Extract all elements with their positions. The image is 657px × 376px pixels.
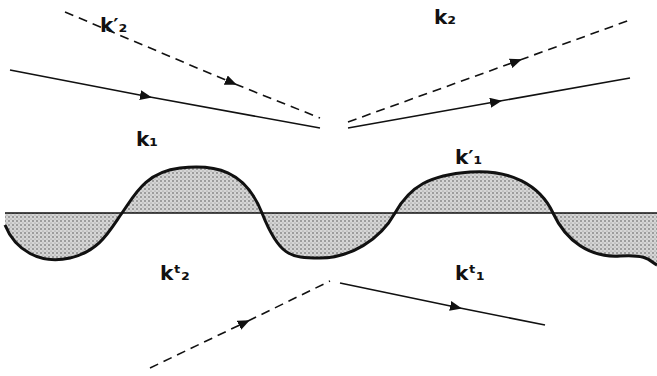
wave-vector-solid — [10, 70, 320, 128]
vector-label: k′₁ — [455, 146, 482, 168]
vector-label: k₂ — [434, 6, 456, 28]
vector-label: k₁ — [136, 128, 158, 150]
vector-label: k′₂ — [100, 14, 127, 36]
wave-vector-dashed — [65, 12, 320, 118]
vector-label: kᵗ₂ — [160, 262, 190, 284]
wave-vector-solid — [348, 78, 630, 128]
wave-vector-dashed — [150, 281, 330, 368]
wave-vector-dashed — [348, 20, 630, 122]
surface-profile — [5, 167, 657, 265]
mean-plane — [5, 212, 657, 214]
surface-fill — [5, 167, 657, 265]
wave-vector-solid — [340, 283, 545, 325]
vector-label: kᵗ₁ — [455, 262, 485, 284]
